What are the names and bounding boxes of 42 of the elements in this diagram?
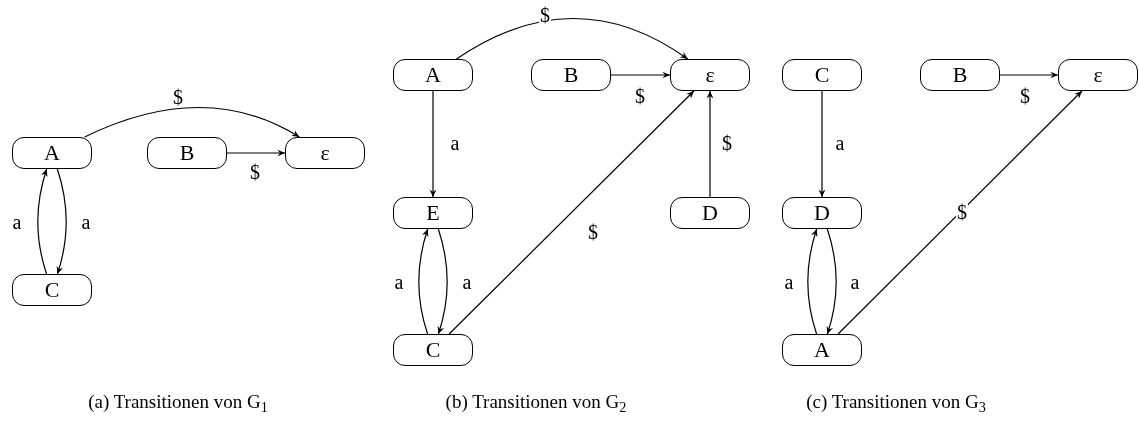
state-box: C — [782, 59, 862, 91]
caption: (b) Transitionen von G$_{2}$ — [445, 391, 627, 411]
arrow — [826, 228, 837, 335]
arrow — [999, 71, 1059, 79]
edge-label: $ — [634, 86, 646, 106]
state-box: ε — [285, 137, 365, 169]
arrow — [84, 106, 300, 138]
edge-label: $ — [721, 133, 733, 153]
arrow — [429, 90, 437, 198]
state-box: C — [393, 334, 473, 366]
arrow — [610, 71, 671, 79]
state-box: E — [393, 197, 473, 229]
state-box: A — [782, 334, 862, 366]
state-box: A — [393, 59, 473, 91]
state-box: ε — [670, 59, 750, 91]
arrow — [818, 90, 826, 198]
caption: (c) Transitionen von G$_{3}$ — [806, 391, 986, 411]
state-box: D — [670, 197, 750, 229]
edge-label: $ — [956, 202, 968, 222]
state-box: ε — [1058, 59, 1138, 91]
arrow — [837, 90, 1083, 335]
state-box: C — [12, 274, 92, 306]
arrow — [807, 228, 818, 335]
arrow — [418, 228, 429, 335]
arrow — [455, 17, 689, 60]
state-box: D — [782, 197, 862, 229]
arrow — [37, 168, 48, 275]
arrow — [437, 228, 448, 335]
arrow — [56, 168, 67, 275]
edge-label: $ — [539, 5, 551, 25]
state-box: A — [12, 137, 92, 169]
edge-label: $ — [172, 87, 184, 107]
arrow — [448, 90, 695, 335]
edge-label: $ — [249, 162, 261, 182]
state-box: B — [147, 137, 227, 169]
edge-label: $ — [587, 222, 599, 242]
caption: (a) Transitionen von G$_{1}$ — [88, 391, 268, 411]
arrow — [226, 149, 286, 157]
arrow — [706, 90, 714, 198]
state-box: B — [920, 59, 1000, 91]
state-box: B — [531, 59, 611, 91]
edge-label: $ — [1019, 86, 1031, 106]
